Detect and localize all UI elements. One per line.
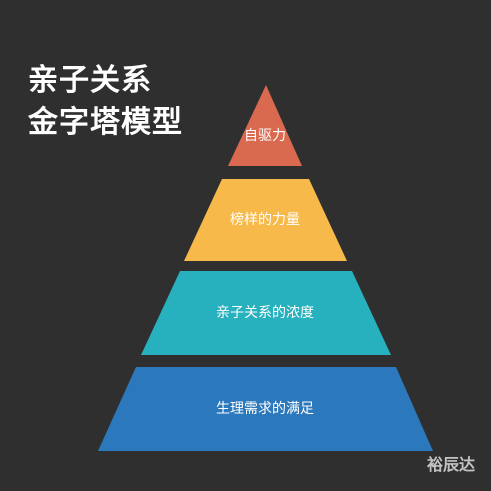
pyramid-tier-3: 亲子关系的浓度 bbox=[141, 271, 391, 355]
pyramid-tier-4: 生理需求的满足 bbox=[98, 367, 433, 451]
title-line-2: 金字塔模型 bbox=[28, 105, 183, 140]
pyramid-tier-2-shape bbox=[184, 179, 347, 261]
pyramid-tier-1-shape bbox=[228, 85, 302, 166]
watermark: 裕辰达 bbox=[426, 455, 475, 474]
pyramid-tier-3-shape bbox=[141, 271, 391, 355]
pyramid-tier-1: 自驱力 bbox=[228, 85, 302, 166]
pyramid-tier-4-shape bbox=[98, 367, 433, 451]
pyramid-tier-4-label: 生理需求的满足 bbox=[216, 401, 314, 417]
pyramid-tier-2-label: 榜样的力量 bbox=[230, 211, 300, 228]
pyramid-tier-1-label: 自驱力 bbox=[244, 128, 286, 144]
pyramid-tier-2: 榜样的力量 bbox=[184, 179, 347, 261]
title-line-1: 亲子关系 bbox=[28, 63, 152, 98]
diagram-title: 亲子关系 金字塔模型 bbox=[28, 60, 183, 144]
pyramid-tier-3-label: 亲子关系的浓度 bbox=[216, 305, 314, 321]
